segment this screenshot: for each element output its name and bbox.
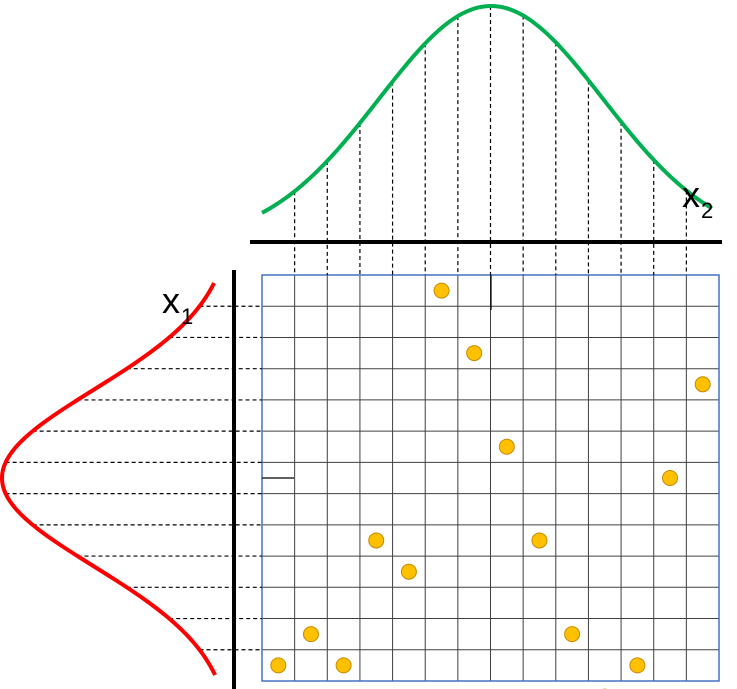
sample-point xyxy=(335,657,352,674)
sample-point xyxy=(531,532,548,549)
sample-point xyxy=(433,282,450,299)
left-projection-lines xyxy=(5,305,294,651)
sample-point xyxy=(368,532,385,549)
x1-label-subscript: 1 xyxy=(181,304,193,329)
sample-point xyxy=(400,563,417,580)
x1-label-base: x xyxy=(162,280,180,321)
x1-label: x 1 xyxy=(162,280,193,329)
x2-label: x 2 xyxy=(682,174,713,223)
sample-point xyxy=(662,470,679,486)
sample-point xyxy=(466,345,483,362)
sample-points xyxy=(270,282,711,689)
sample-point xyxy=(564,626,581,643)
sample-point xyxy=(629,657,646,674)
x2-label-subscript: 2 xyxy=(701,198,713,223)
top-projection-lines xyxy=(294,6,687,310)
sample-point xyxy=(498,438,515,455)
sample-point xyxy=(302,626,319,643)
sampling-grid xyxy=(262,275,719,681)
sample-point xyxy=(270,657,287,674)
sample-point xyxy=(694,376,711,393)
x2-label-base: x xyxy=(682,174,700,215)
x1-distribution-curve xyxy=(0,282,217,676)
x2-distribution-curve xyxy=(261,4,714,215)
